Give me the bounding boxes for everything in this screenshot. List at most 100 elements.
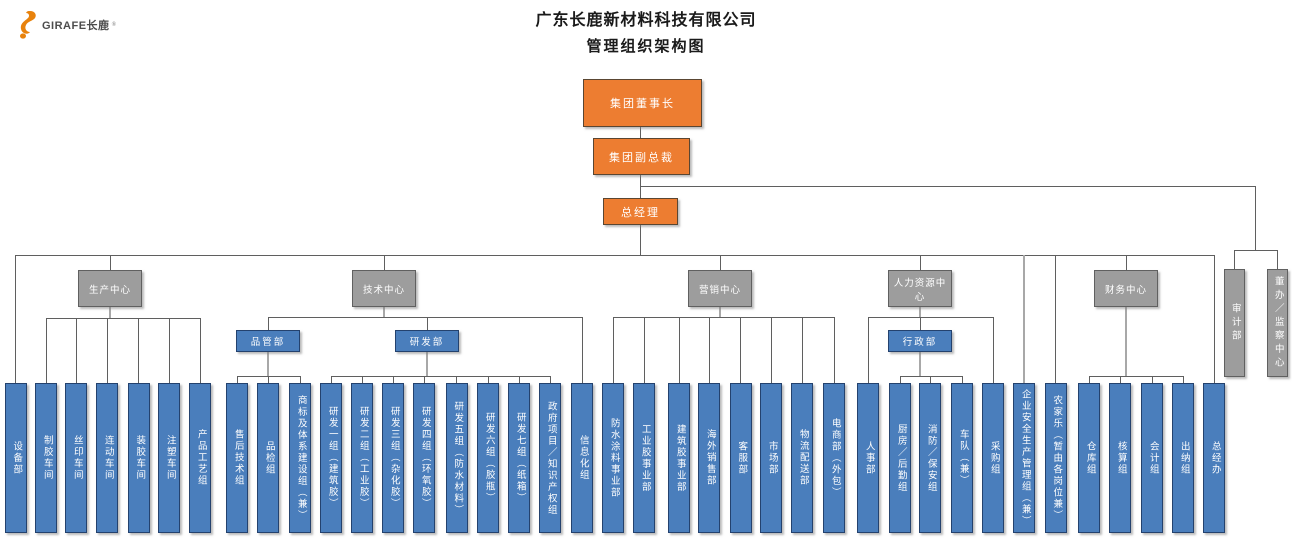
org-node-label: 信息化组 <box>577 435 588 481</box>
giraffe-icon <box>20 11 36 39</box>
org-node-admin-dept: 行政部 <box>888 330 952 352</box>
connector-line <box>15 254 1214 256</box>
org-node-warehouse-group: 仓库组 <box>1078 383 1100 533</box>
org-node-glue-making-workshop: 制胶车间 <box>35 383 57 533</box>
org-node-trademark-system-group: 商标及体系建设组（兼） <box>289 383 311 533</box>
connector-line <box>456 376 457 383</box>
connector-line <box>138 318 139 383</box>
org-node-label: 企业安全生产管理组（兼） <box>1019 389 1030 527</box>
company-name: 广东长鹿新材料科技有限公司 <box>535 12 757 29</box>
connector-line <box>267 317 269 330</box>
org-node-label: 采购组 <box>988 440 999 476</box>
org-node-label: 注塑车间 <box>164 435 175 481</box>
org-node-label: 集团董事长 <box>610 98 675 110</box>
org-node-informatization-group: 信息化组 <box>571 383 593 533</box>
org-node-rd-group-1: 研发一组（建筑胶） <box>320 383 342 533</box>
connector-line <box>613 316 834 318</box>
org-node-label: 技术中心 <box>362 285 405 296</box>
org-node-label: 品管部 <box>250 338 286 348</box>
org-node-rd-group-7: 研发七组（纸箱） <box>508 383 530 533</box>
org-node-procurement-group: 采购组 <box>982 383 1004 533</box>
org-node-label: 电商部（外包） <box>829 417 840 499</box>
connector-line <box>929 376 931 383</box>
org-node-production-center: 生产中心 <box>78 270 142 307</box>
org-node-rd-group-3: 研发三组（杂化胶） <box>382 383 404 533</box>
org-node-personnel-dept: 人事部 <box>857 383 879 533</box>
org-node-label: 人力资源中心 <box>893 278 947 303</box>
connector-line <box>639 175 641 198</box>
org-node-rd-group-2: 研发二组（工业胶） <box>351 383 373 533</box>
org-node-label: 生产中心 <box>88 285 131 296</box>
connector-line <box>801 317 803 383</box>
org-node-construction-adhesive-division: 建筑胶事业部 <box>668 383 690 533</box>
org-node-label: 厨房／后勤组 <box>895 423 906 493</box>
connector-line <box>919 317 921 330</box>
org-node-label: 防水涂料事业部 <box>608 417 619 499</box>
org-node-rd-group-5: 研发五组（防水材料） <box>445 383 468 533</box>
connector-line <box>868 316 993 318</box>
connector-line <box>1213 255 1215 383</box>
org-node-ecommerce-dept: 电商部（外包） <box>823 383 845 533</box>
connector-line <box>1088 376 1090 383</box>
connector-line <box>237 375 300 377</box>
org-node-label: 研发五组（防水材料） <box>452 400 463 516</box>
connector-line <box>330 376 332 383</box>
org-node-label: 农家乐（暂由各岗位兼） <box>1051 394 1062 522</box>
chart-title: 广东长鹿新材料科技有限公司 管理组织架构图 <box>0 6 1292 56</box>
connector-line <box>199 318 201 383</box>
connector-line <box>1234 249 1277 251</box>
org-node-label: 工业胶事业部 <box>639 423 650 493</box>
org-node-waterproof-coating-division: 防水涂料事业部 <box>602 383 624 533</box>
org-node-label: 消防／保安组 <box>925 423 936 493</box>
connector-line <box>1055 255 1056 383</box>
connector-line <box>267 376 269 383</box>
org-node-label: 研发七组（纸箱） <box>514 412 525 504</box>
connector-line <box>719 255 721 270</box>
org-node-cashier-group: 出纳组 <box>1172 383 1194 533</box>
org-node-label: 核算组 <box>1115 440 1126 476</box>
connector-line <box>518 376 520 383</box>
connector-line <box>331 375 550 377</box>
org-node-hr-center: 人力资源中心 <box>888 270 952 307</box>
connector-line <box>1182 376 1184 383</box>
org-node-safety-management-group: 企业安全生产管理组（兼） <box>1013 383 1035 533</box>
connector-line <box>109 307 111 318</box>
connector-line <box>612 317 614 383</box>
org-node-label: 研发部 <box>409 338 445 348</box>
org-node-vice-president: 集团副总裁 <box>593 138 690 175</box>
org-node-farmstay: 农家乐（暂由各岗位兼） <box>1044 383 1067 533</box>
connector-line <box>643 317 645 383</box>
org-node-label: 研发二组（工业胶） <box>357 406 368 510</box>
org-node-label: 总经办 <box>1209 440 1220 476</box>
connector-line <box>1254 186 1256 250</box>
connector-line <box>833 317 835 383</box>
org-node-rd-group-6: 研发六组（胶瓶） <box>477 383 499 533</box>
org-node-label: 审计部 <box>1229 302 1240 344</box>
connector-line <box>919 307 921 317</box>
connector-line <box>1119 376 1121 383</box>
org-node-label: 市场部 <box>766 440 777 476</box>
org-node-label: 商标及体系建设组（兼） <box>295 394 306 522</box>
connector-line <box>267 352 269 376</box>
org-node-label: 会计组 <box>1147 440 1158 476</box>
org-node-label: 研发一组（建筑胶） <box>326 406 337 510</box>
org-node-linkage-workshop: 连动车间 <box>96 383 118 533</box>
org-node-label: 连动车间 <box>102 435 113 481</box>
connector-line <box>740 317 741 383</box>
org-node-label: 出纳组 <box>1178 440 1189 476</box>
connector-line <box>383 255 385 270</box>
org-node-label: 营销中心 <box>698 285 741 296</box>
connector-line <box>581 317 583 383</box>
connector-line <box>867 317 869 383</box>
org-node-product-process-group: 产品工艺组 <box>189 383 211 533</box>
connector-line <box>45 318 47 383</box>
connector-line <box>426 317 428 330</box>
org-node-label: 仓库组 <box>1084 440 1095 476</box>
connector-line <box>992 317 994 383</box>
org-node-fleet: 车队（兼） <box>951 383 973 533</box>
org-node-label: 产品工艺组 <box>195 429 206 487</box>
org-node-industrial-adhesive-division: 工业胶事业部 <box>633 383 655 533</box>
org-node-label: 研发三组（杂化胶） <box>388 406 399 510</box>
connector-line <box>75 318 77 383</box>
